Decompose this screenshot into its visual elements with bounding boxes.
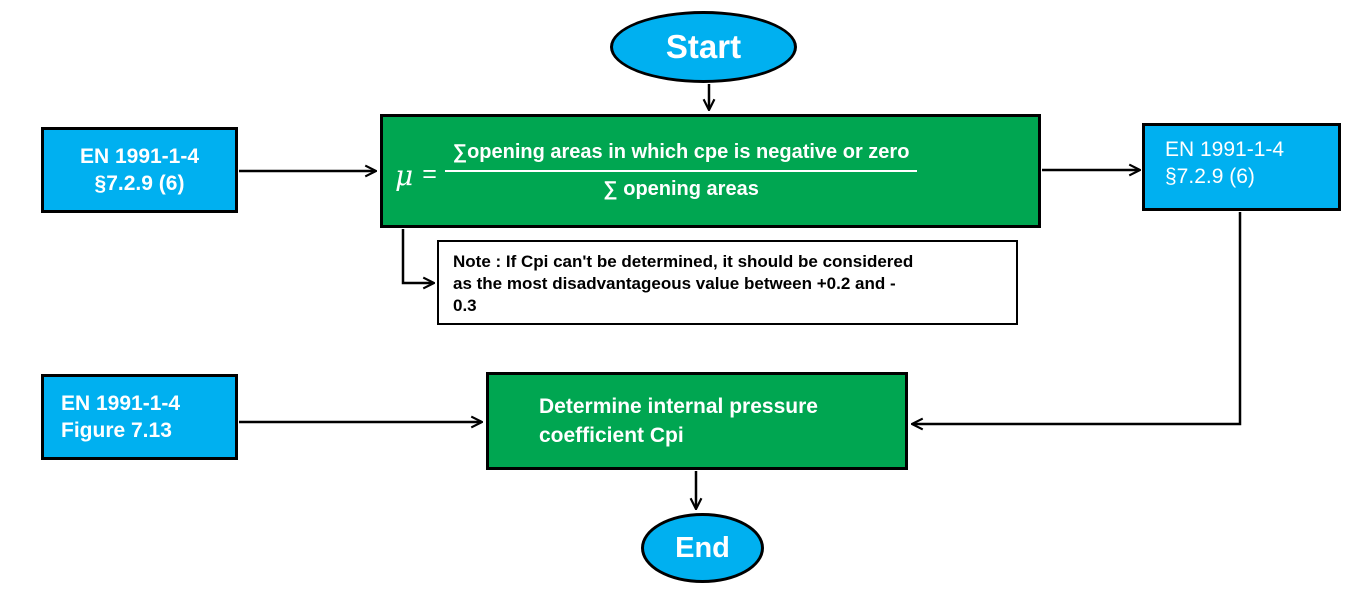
reference-box-bottom-left: EN 1991-1-4 Figure 7.13 bbox=[41, 374, 238, 460]
note-box: Note : If Cpi can't be determined, it sh… bbox=[437, 240, 1018, 325]
determine-process-box: Determine internal pressure coefficient … bbox=[486, 372, 908, 470]
determine-line: Determine internal pressure bbox=[539, 394, 818, 418]
reference-box-top-left: EN 1991-1-4 §7.2.9 (6) bbox=[41, 127, 238, 213]
start-node: Start bbox=[610, 11, 797, 83]
end-node: End bbox=[641, 513, 764, 583]
reference-box-top-right: EN 1991-1-4 §7.2.9 (6) bbox=[1142, 123, 1341, 211]
determine-line: coefficient Cpi bbox=[539, 424, 684, 447]
reference-line: EN 1991-1-4 bbox=[79, 144, 200, 168]
fraction: ∑opening areas in which cpe is negative … bbox=[444, 141, 918, 201]
mu-symbol: μ bbox=[395, 158, 414, 192]
formula-box: μ = ∑opening areas in which cpe is negat… bbox=[380, 114, 1041, 228]
note-line: 0.3 bbox=[453, 295, 477, 315]
connector-formula-to-note bbox=[401, 229, 433, 283]
reference-line: §7.2.9 (6) bbox=[1165, 165, 1255, 189]
note-line: Note : If Cpi can't be determined, it sh… bbox=[453, 252, 914, 271]
reference-line: EN 1991-1-4 bbox=[1165, 138, 1285, 161]
reference-line: §7.2.9 (6) bbox=[94, 172, 185, 195]
end-label: End bbox=[675, 531, 730, 564]
start-label: Start bbox=[665, 28, 742, 65]
note-line: as the most disadvantageous value betwee… bbox=[453, 273, 896, 293]
reference-line: Figure 7.13 bbox=[61, 419, 172, 442]
fraction-denominator: ∑ opening areas bbox=[603, 178, 759, 200]
fraction-numerator: ∑opening areas in which cpe is negative … bbox=[444, 141, 918, 172]
equals-sign: = bbox=[422, 159, 437, 188]
reference-line: EN 1991-1-4 bbox=[61, 391, 181, 415]
